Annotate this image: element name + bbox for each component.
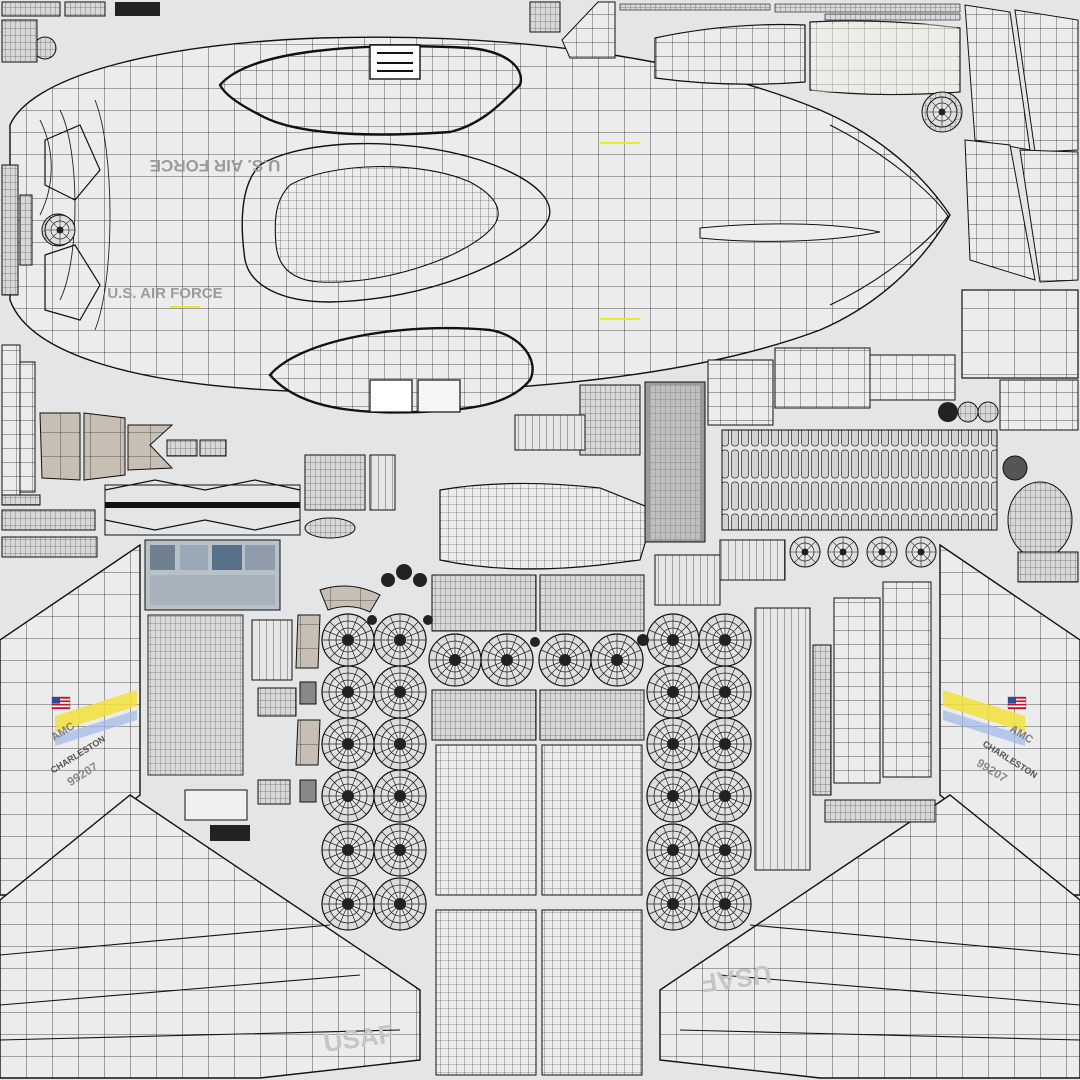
left-wing (0, 794, 421, 1079)
cockpit-windows (144, 539, 281, 611)
small-discs (367, 401, 1028, 647)
top-right-panels (529, 1, 1079, 379)
tread-segments (295, 585, 381, 766)
fuselage-top-decal: U.S. AIR FORCE (150, 156, 281, 175)
fuselage-shell (9, 36, 951, 414)
top-left-small-parts (1, 1, 160, 496)
left-tail-fin (0, 543, 141, 896)
fuselage-bottom-decal: U.S. AIR FORCE (107, 285, 222, 302)
strap-clusters (514, 347, 1079, 606)
center-panels (431, 429, 998, 1076)
small-parts-left (147, 614, 317, 841)
mid-left-parts (1, 412, 396, 558)
right-wing (659, 794, 1080, 1079)
